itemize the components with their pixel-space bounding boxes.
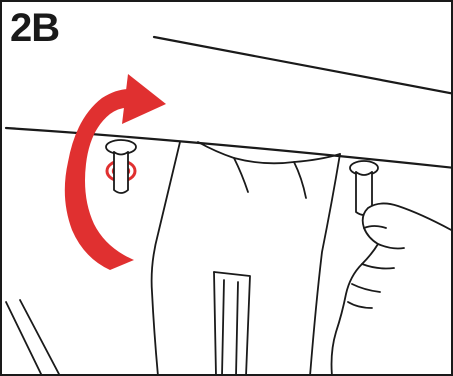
fabric-body bbox=[150, 141, 341, 374]
left-frame-tube bbox=[5, 299, 60, 374]
top-panel-edge bbox=[152, 35, 451, 95]
hand-icon bbox=[330, 202, 451, 374]
bolt-with-washer-icon bbox=[105, 139, 137, 194]
seat-edge bbox=[4, 126, 451, 169]
counterclockwise-rotation-arrow-icon bbox=[64, 74, 166, 270]
step-label: 2B bbox=[10, 6, 60, 50]
